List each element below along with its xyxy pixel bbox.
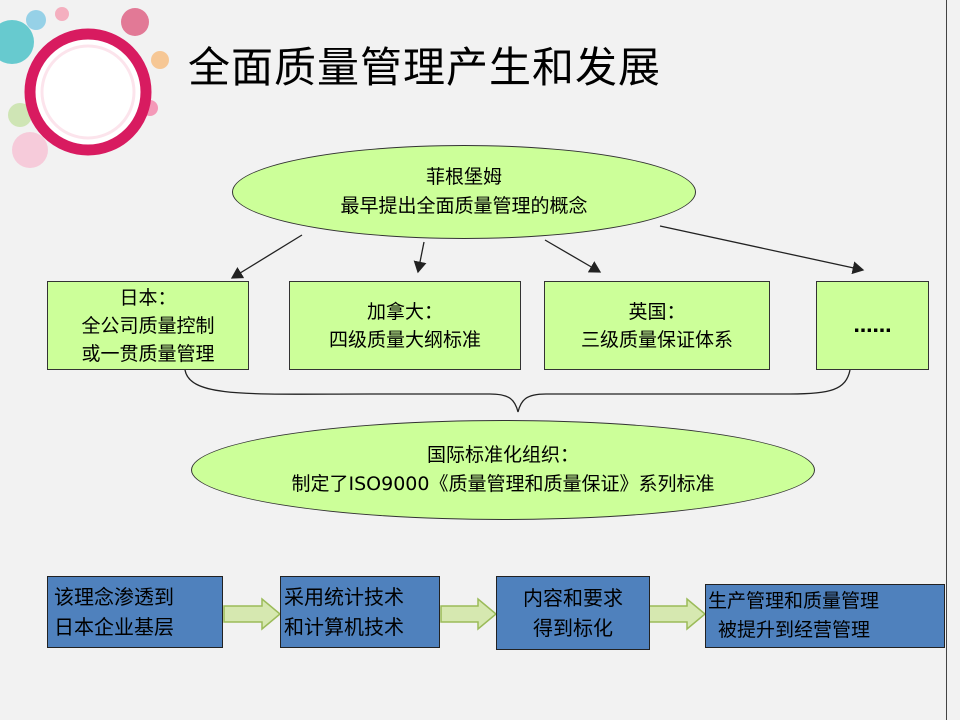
canada-line-2: 四级质量大纲标准 [328, 328, 481, 351]
canada-line-1: 加拿大： [366, 300, 443, 323]
step-2-line-2: 和计算机技术 [284, 615, 404, 639]
step-3-line-2: 得到标化 [533, 616, 613, 640]
origin-line-1: 菲根堡姆 [425, 166, 502, 188]
origin-line-2: 最早提出全面质量管理的概念 [340, 195, 588, 217]
iso-line-2: 制定了ISO9000《质量管理和质量保证》系列标准 [291, 473, 715, 495]
decorative-logo [0, 7, 169, 168]
slide-title: 全面质量管理产生和发展 [188, 43, 662, 92]
origin-ellipse: 菲根堡姆 最早提出全面质量管理的概念 [232, 145, 696, 239]
arrow-to-japan [230, 234, 303, 279]
step-1-line-1: 该理念渗透到 [54, 585, 174, 609]
brace-connector [184, 369, 851, 413]
uk-line-1: 英国： [628, 300, 686, 323]
right-border-line [946, 0, 947, 720]
step-box-1: 该理念渗透到 日本企业基层 [47, 576, 223, 648]
step-box-4: 生产管理和质量管理 被提升到经营管理 [705, 584, 945, 648]
iso-ellipse: 国际标准化组织： 制定了ISO9000《质量管理和质量保证》系列标准 [191, 420, 815, 520]
japan-line-2: 全公司质量控制 [81, 314, 215, 337]
uk-line-2: 三级质量保证体系 [580, 328, 733, 351]
others-label: …… [853, 314, 892, 337]
step-box-3: 内容和要求 得到标化 [496, 576, 650, 650]
country-box-uk: 英国： 三级质量保证体系 [544, 281, 770, 370]
flow-arrow-1 [223, 597, 282, 631]
country-box-others: …… [816, 281, 929, 370]
japan-line-1: 日本： [119, 286, 177, 309]
step-box-2: 采用统计技术 和计算机技术 [280, 576, 440, 648]
arrow-to-canada [413, 241, 427, 274]
arrow-to-others [659, 225, 865, 275]
country-box-canada: 加拿大： 四级质量大纲标准 [289, 281, 521, 370]
country-box-japan: 日本： 全公司质量控制 或一贯质量管理 [47, 281, 249, 370]
arrow-to-uk [544, 239, 602, 273]
japan-line-3: 或一贯质量管理 [81, 342, 215, 365]
step-2-line-1: 采用统计技术 [284, 585, 404, 609]
flow-arrow-2 [440, 597, 498, 631]
step-4-line-1: 生产管理和质量管理 [708, 590, 880, 612]
step-1-line-2: 日本企业基层 [54, 615, 174, 639]
iso-line-1: 国际标准化组织： [426, 444, 579, 466]
step-4-line-2: 被提升到经营管理 [718, 619, 871, 641]
step-3-line-1: 内容和要求 [523, 586, 623, 610]
flow-arrow-3 [648, 597, 707, 631]
